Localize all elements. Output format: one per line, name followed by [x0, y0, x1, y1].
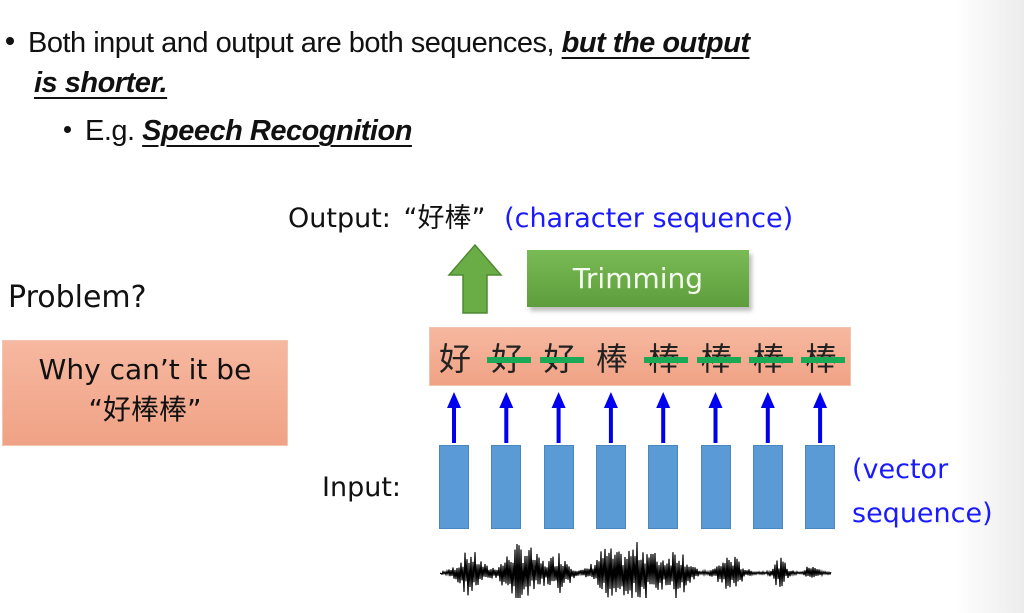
input-vector [700, 445, 731, 529]
input-vector [752, 445, 783, 529]
question-line-2: “好棒棒” [88, 393, 202, 426]
audio-waveform-icon [440, 542, 832, 598]
strikethrough-line [696, 357, 741, 363]
input-label: Input: [322, 472, 402, 503]
input-vector [543, 445, 574, 529]
output-row: Output: “好棒” (character sequence) [288, 196, 793, 235]
strikethrough-line [801, 357, 846, 363]
bullet-1-emphasis: but the output [561, 27, 750, 59]
frame-char: 棒 [595, 340, 628, 378]
trimming-box: Trimming [527, 250, 749, 307]
input-vector [439, 445, 469, 529]
up-arrow-icon [760, 392, 775, 443]
bullet-2: E.g. Speech Recognition [64, 112, 412, 150]
strikethrough-line [748, 357, 793, 363]
input-vector [595, 445, 626, 529]
bullet-dot [64, 125, 71, 133]
up-arrow-icon [603, 392, 618, 443]
strikethrough-line [539, 357, 584, 363]
question-line-1: Why can’t it be [38, 353, 252, 386]
bullet-dot [6, 37, 14, 46]
trimming-label: Trimming [572, 262, 704, 295]
up-arrow-icon [656, 392, 671, 443]
input-vector [491, 445, 522, 529]
output-label: Output: [288, 203, 391, 234]
input-vector [805, 445, 836, 529]
bullet-2-emphasis: Speech Recognition [142, 115, 412, 147]
output-note: (character sequence) [504, 203, 794, 234]
frame-output-box: 好好好棒棒棒棒棒 [429, 327, 851, 386]
output-value: “好棒” [403, 203, 486, 234]
bullet-1-emphasis-2: is shorter. [34, 67, 168, 99]
strikethrough-line [487, 357, 532, 363]
input-note-line-2: sequence) [852, 498, 993, 529]
slide-edge-shadow [954, 0, 1024, 613]
up-arrow-icon [499, 392, 514, 443]
bullet-2-prefix: E.g. [85, 115, 143, 147]
frame-char: 好 [438, 340, 471, 378]
bullet-1: Both input and output are both sequences… [6, 24, 750, 62]
up-arrow-icon [447, 243, 503, 314]
problem-label: Problem? [8, 280, 147, 315]
question-box: Why can’t it be “好棒棒” [2, 340, 288, 446]
up-arrow-icon [813, 392, 828, 443]
input-note: (vector sequence) [852, 448, 993, 536]
up-arrow-icon [447, 392, 461, 443]
strikethrough-line [644, 357, 689, 363]
bullet-1-text: Both input and output are both sequences… [28, 27, 562, 59]
up-arrow-icon [708, 392, 723, 443]
up-arrow-icon [551, 392, 566, 443]
input-note-line-1: (vector [852, 454, 949, 485]
input-vector [648, 445, 679, 529]
bullet-1-continued: is shorter. [34, 64, 168, 102]
